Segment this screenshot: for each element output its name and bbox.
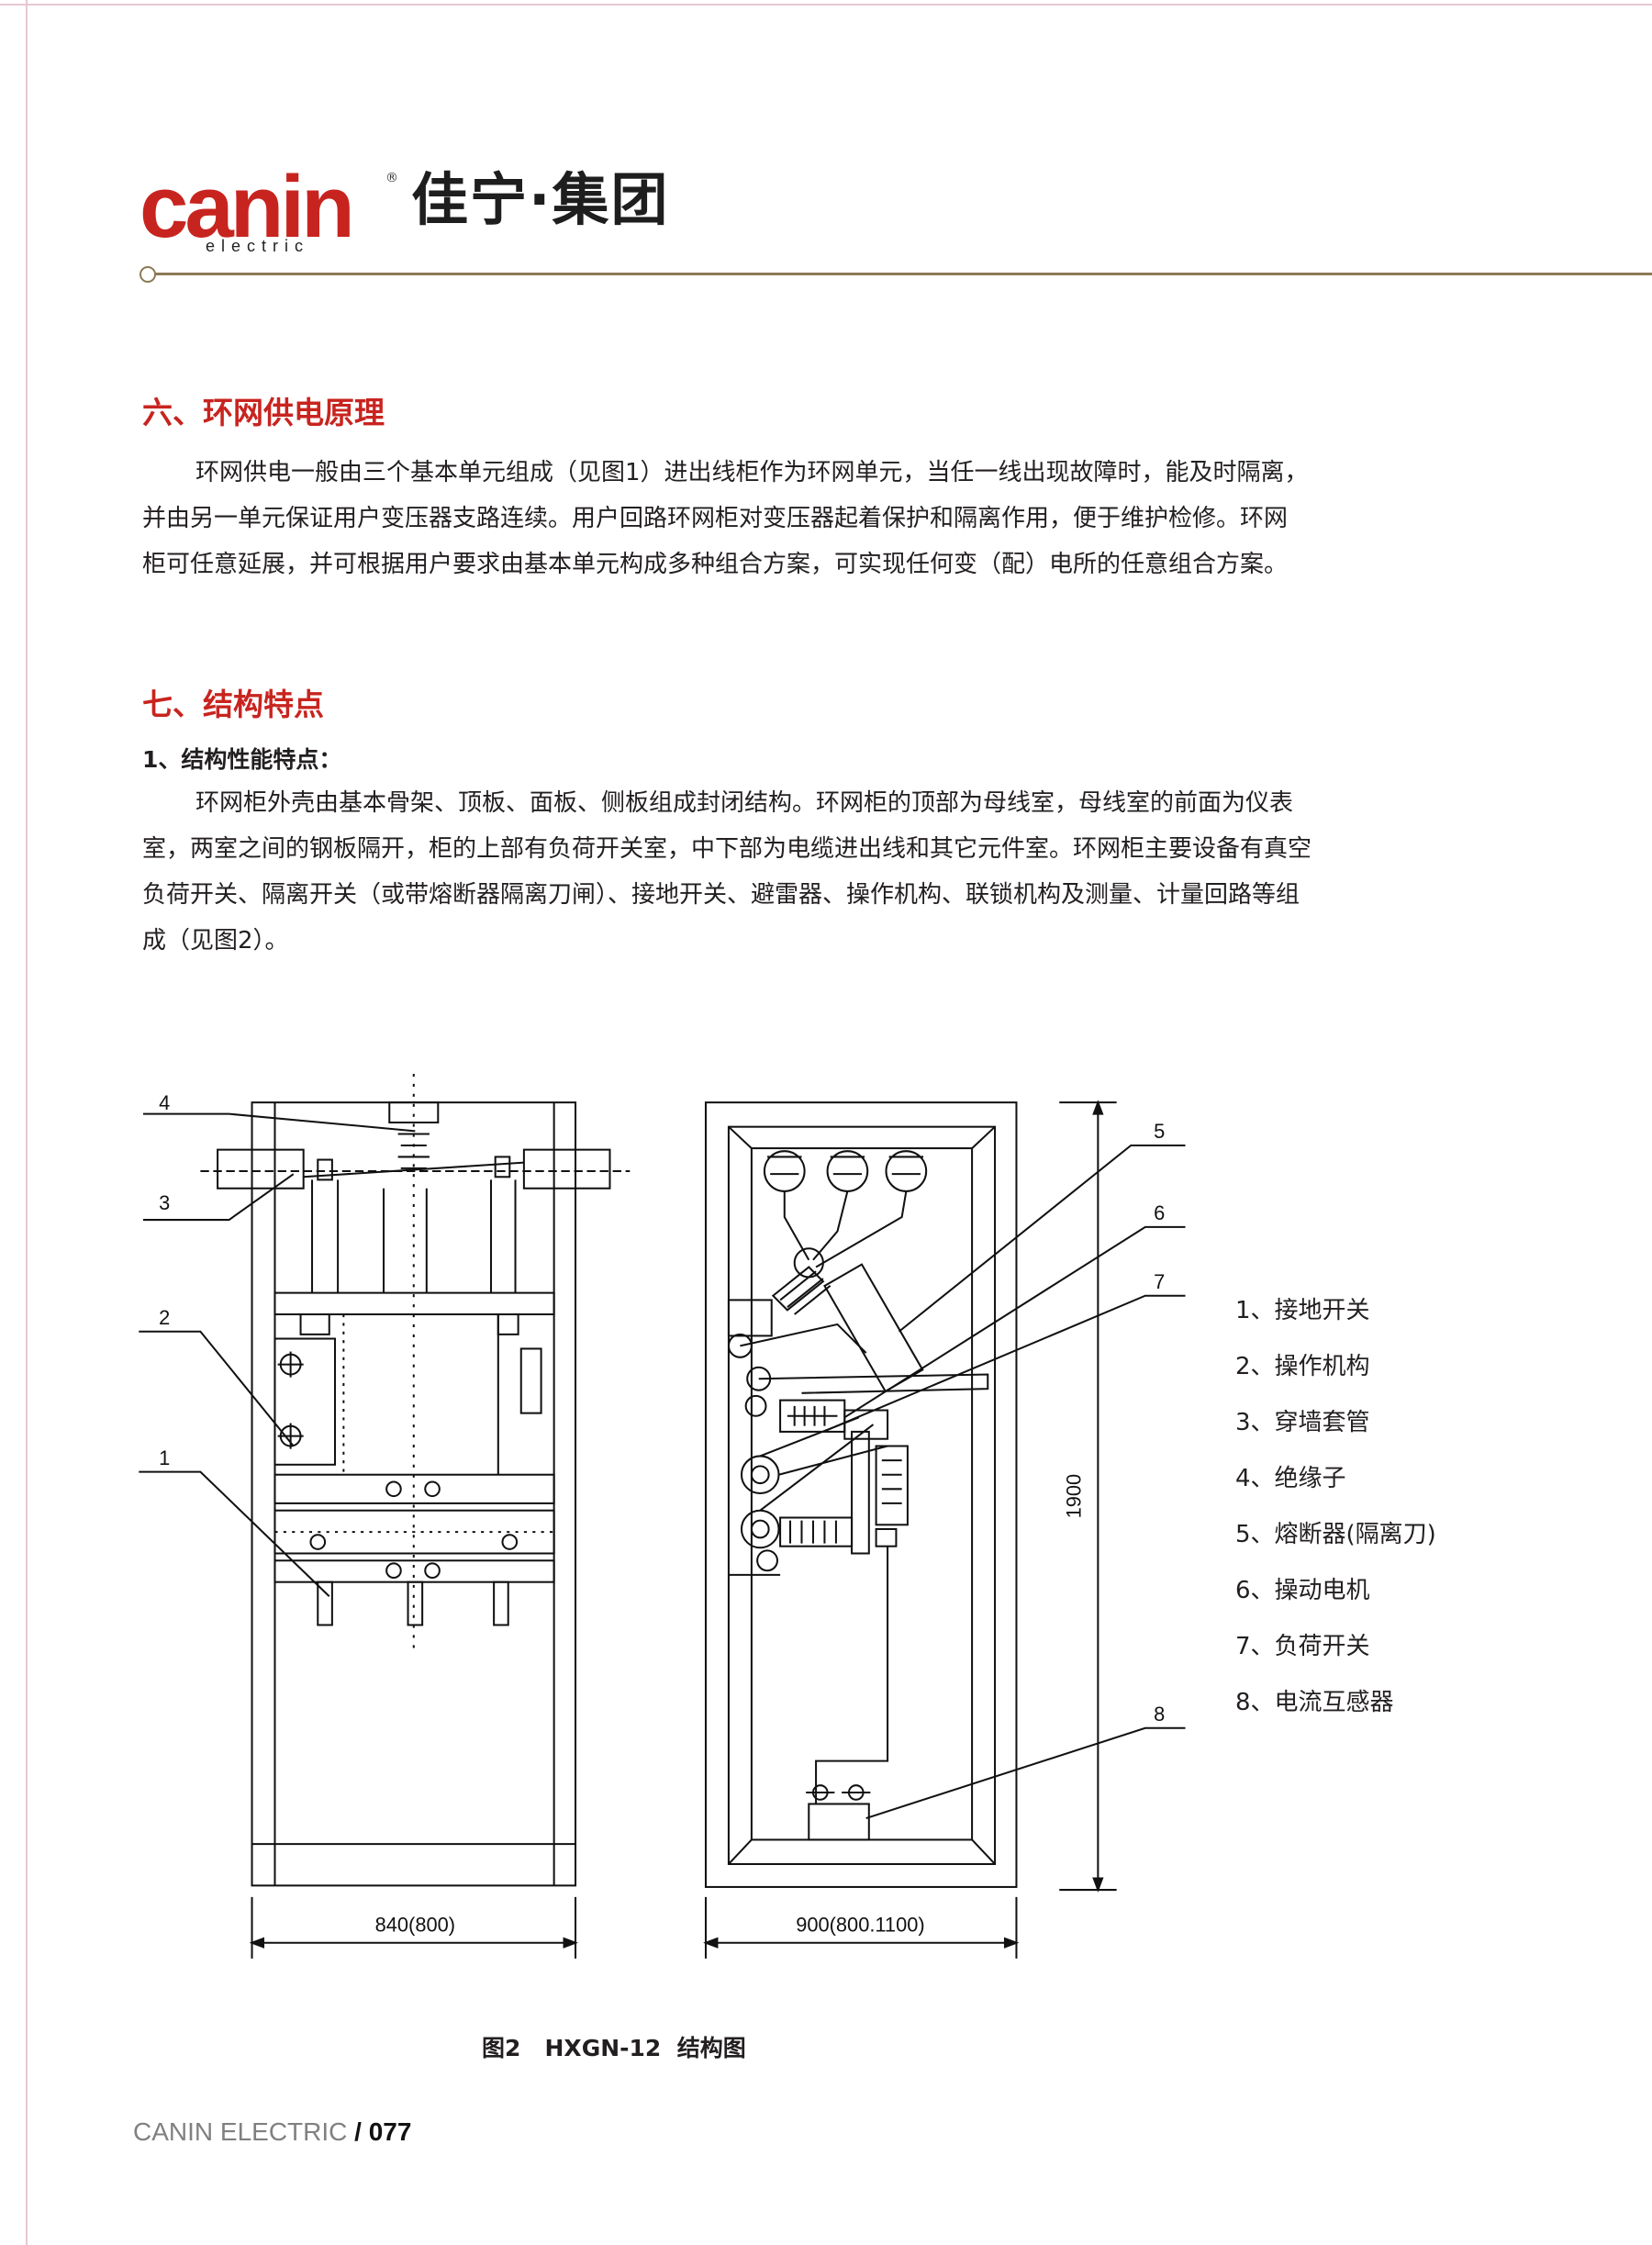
- footer-brand: CANIN ELECTRIC: [133, 2117, 348, 2146]
- section6-paragraph: 环网供电一般由三个基本单元组成（见图1）进出线柜作为环网单元，当任一线出现故障时…: [142, 450, 1446, 587]
- footer-separator: /: [347, 2117, 369, 2146]
- callout-leaders: [139, 1112, 1186, 1820]
- paragraph-line: 并由另一单元保证用户变压器支路连续。用户回路环网柜对变压器起着保护和隔离作用，便…: [142, 505, 1289, 532]
- legend-item: 1、接地开关: [1235, 1297, 1370, 1324]
- legend-item: 4、绝缘子: [1235, 1465, 1346, 1492]
- callout-6: 6: [1154, 1201, 1165, 1224]
- dim-left-width: 840(800): [375, 1913, 455, 1936]
- current-transformer: [808, 1803, 870, 1841]
- paragraph-line: 室，两室之间的钢板隔开，柜的上部有负荷开关室，中下部为电缆进出线和其它元件室。环…: [142, 835, 1312, 863]
- left-cabinet: [200, 1073, 631, 1887]
- legend-item: 8、电流互感器: [1235, 1689, 1394, 1716]
- header-rule: [154, 273, 1652, 275]
- dimension-lines: [249, 1100, 1117, 1959]
- callout-7: 7: [1154, 1270, 1165, 1293]
- diagram-legend: 1、接地开关 2、操作机构 3、穿墙套管 4、绝缘子 5、熔断器(隔离刀) 6、…: [1235, 1283, 1436, 1731]
- callout-5: 5: [1154, 1120, 1165, 1143]
- company-name: 佳宁·集团: [411, 166, 670, 233]
- paragraph-line: 柜可任意延展，并可根据用户要求由基本单元构成多种组合方案，可实现任何变（配）电所…: [142, 551, 1289, 578]
- legend-item: 7、负荷开关: [1235, 1633, 1370, 1660]
- paragraph-line: 环网供电一般由三个基本单元组成（见图1）进出线柜作为环网单元，当任一线出现故障时…: [195, 459, 1309, 486]
- logo-mark: canin: [140, 158, 355, 256]
- callout-4: 4: [159, 1091, 170, 1114]
- paragraph-line: 成（见图2）。: [142, 927, 289, 955]
- section7-paragraph: 环网柜外壳由基本骨架、顶板、面板、侧板组成封闭结构。环网柜的顶部为母线室，母线室…: [142, 780, 1446, 964]
- dim-right-width: 900(800.1100): [796, 1913, 924, 1936]
- legend-item: 2、操作机构: [1235, 1353, 1370, 1380]
- logo-registered: ®: [385, 171, 398, 185]
- section7-title: 七、结构特点: [142, 687, 324, 722]
- section7-subtitle: 1、结构性能特点：: [142, 746, 342, 773]
- legend-item: 5、熔断器(隔离刀): [1235, 1521, 1436, 1548]
- callout-3: 3: [159, 1191, 170, 1214]
- callout-1: 1: [159, 1446, 170, 1469]
- page-footer: CANIN ELECTRIC / 077: [133, 2117, 411, 2147]
- paragraph-line: 负荷开关、隔离开关（或带熔断器隔离刀闸）、接地开关、避雷器、操作机构、联锁机构及…: [142, 881, 1300, 909]
- legend-item: 3、穿墙套管: [1235, 1409, 1370, 1436]
- logo-subtitle: electric: [206, 237, 310, 255]
- page-border-left: [26, 0, 28, 2245]
- paragraph-line: 环网柜外壳由基本骨架、顶板、面板、侧板组成封闭结构。环网柜的顶部为母线室，母线室…: [195, 789, 1294, 817]
- operating-mechanism: [273, 1337, 337, 1466]
- legend-item: 6、操动电机: [1235, 1577, 1370, 1604]
- wall-bushing-left: [217, 1148, 305, 1190]
- right-cabinet: [704, 1101, 1018, 1888]
- wall-bushing-right: [522, 1148, 611, 1190]
- top-insulators: [763, 1150, 928, 1268]
- callout-2: 2: [159, 1306, 170, 1329]
- page-number: 077: [368, 2117, 412, 2146]
- dim-height: 1900: [1063, 1474, 1086, 1519]
- figure-caption: 图2 HXGN-12 结构图: [482, 2035, 746, 2061]
- fuse: [823, 1263, 924, 1393]
- insulator: [397, 1121, 430, 1169]
- callout-8: 8: [1154, 1703, 1165, 1726]
- section6-title: 六、环网供电原理: [142, 395, 385, 430]
- page-border-top: [0, 4, 1652, 6]
